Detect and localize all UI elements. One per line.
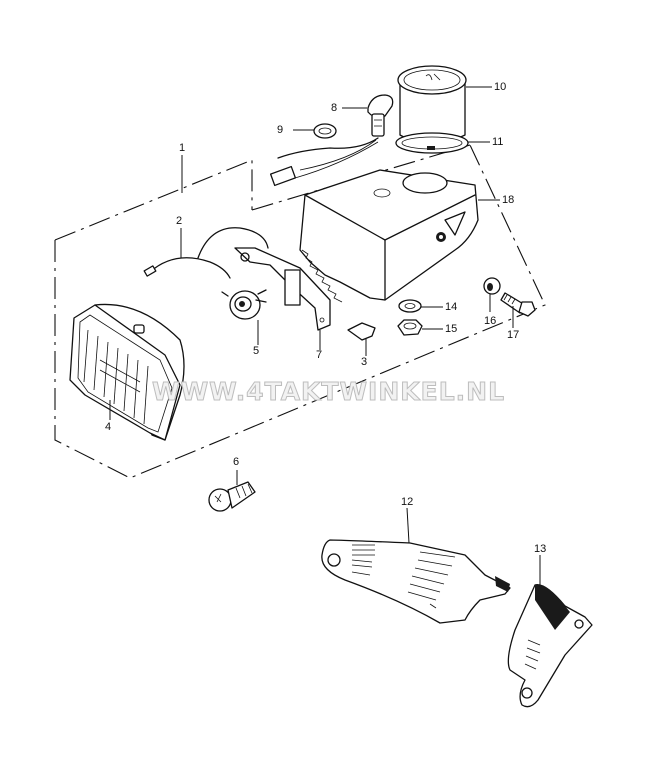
- callout-leaders: [109, 86, 541, 585]
- headlight-unit-part: [69, 303, 185, 441]
- headlight-stay-left-part: [321, 539, 511, 624]
- watermark-text: WWW.4TAKTWINKEL.NL: [152, 377, 505, 407]
- callout-15: 15: [445, 323, 458, 335]
- headlight-case-part: [299, 169, 479, 303]
- callout-9: 9: [277, 124, 284, 136]
- bulb-part: [208, 481, 256, 512]
- bulb-socket-part: [221, 289, 267, 320]
- bracket-part: [234, 247, 331, 331]
- callout-7: 7: [316, 349, 323, 361]
- grommet-part: [313, 123, 337, 139]
- callout-18: 18: [502, 194, 515, 206]
- callout-4: 4: [105, 421, 112, 433]
- callout-13: 13: [534, 543, 547, 555]
- callout-11: 11: [492, 136, 504, 148]
- callout-14: 14: [445, 301, 458, 313]
- callout-6: 6: [233, 456, 240, 468]
- callout-17: 17: [507, 329, 520, 341]
- callout-3: 3: [361, 356, 368, 368]
- speedometer-part: [395, 65, 469, 154]
- washer-part-14: [398, 299, 422, 313]
- nut-part-15: [397, 319, 423, 336]
- callout-5: 5: [253, 345, 260, 357]
- callout-2: 2: [176, 215, 183, 227]
- wiring-bundle: [269, 137, 379, 187]
- wire-harness-part: [143, 227, 269, 279]
- clip-part: [347, 322, 376, 341]
- bolt-part-17: [500, 292, 536, 317]
- callout-1: 1: [179, 142, 186, 154]
- callout-8: 8: [331, 102, 338, 114]
- headlight-stay-right-part: [507, 584, 593, 708]
- callout-10: 10: [494, 81, 507, 93]
- callout-12: 12: [401, 496, 414, 508]
- indicator-lamp-part: [367, 94, 394, 137]
- callout-16: 16: [484, 315, 497, 327]
